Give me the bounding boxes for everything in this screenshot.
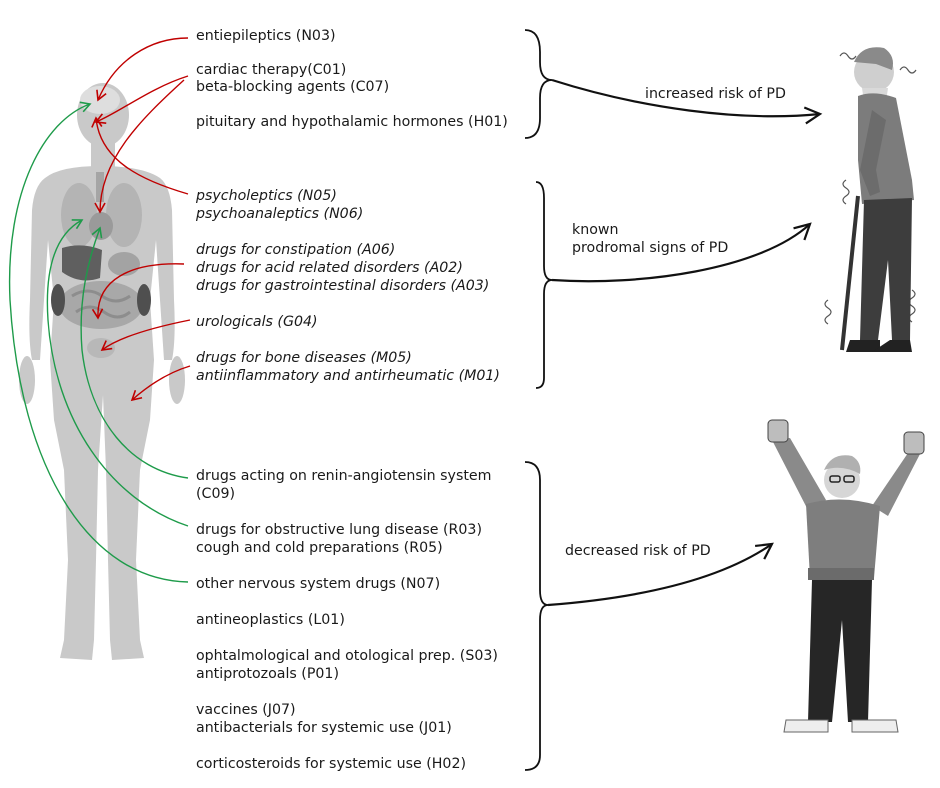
red-arrow-n03 [96, 37, 189, 102]
arrow-increased [551, 78, 823, 125]
arrow-decreased [547, 542, 774, 607]
drug-n05: psycholeptics (N05) [196, 188, 337, 204]
drug-h01: pituitary and hypothalamic hormones (H01… [196, 114, 508, 130]
red-arrow-a06 [91, 263, 185, 320]
drug-j07: vaccines (J07) [196, 702, 296, 718]
label-known: known [572, 222, 619, 238]
drug-a02: drugs for acid related disorders (A02) [196, 260, 463, 276]
drug-p01: antiprotozoals (P01) [196, 666, 339, 682]
drug-g04: urologicals (G04) [196, 314, 318, 330]
drug-n07: other nervous system drugs (N07) [196, 576, 441, 592]
drug-j01: antibacterials for systemic use (J01) [196, 720, 452, 736]
label-decreased-risk: decreased risk of PD [565, 543, 711, 559]
drug-r03: drugs for obstructive lung disease (R03) [196, 522, 482, 538]
drug-c09-line1: drugs acting on renin-angiotensin system [196, 468, 492, 484]
brace-prodromal [535, 181, 553, 389]
red-arrow-n05-brain [91, 116, 189, 195]
brace-increased [524, 29, 553, 139]
label-prodromal-signs: prodromal signs of PD [572, 240, 729, 256]
drug-m01: antiinflammatory and antirheumatic (M01) [196, 368, 500, 384]
cheerful-elderly-man-icon [767, 419, 925, 733]
drug-a03: drugs for gastrointestinal disorders (A0… [196, 278, 490, 294]
drug-n03: entiepileptics (N03) [196, 28, 336, 44]
green-arrow-n07 [8, 101, 189, 583]
human-body-organs-icon [19, 83, 185, 660]
label-increased-risk: increased risk of PD [645, 86, 786, 102]
elderly-man-with-cane-icon [824, 47, 917, 352]
drug-r05: cough and cold preparations (R05) [196, 540, 443, 556]
green-arrow-r03 [46, 219, 189, 527]
arrow-prodromal [551, 222, 812, 283]
drug-l01: antineoplastics (L01) [196, 612, 345, 628]
red-arrow-g04 [100, 319, 191, 351]
red-arrow-m05 [130, 365, 191, 402]
drug-c09-line2: (C09) [196, 486, 236, 502]
drug-n06: psychoanaleptics (N06) [196, 206, 364, 222]
drug-h02: corticosteroids for systemic use (H02) [196, 756, 467, 772]
drug-a06: drugs for constipation (A06) [196, 242, 396, 258]
drug-s03: ophtalmological and otological prep. (S0… [196, 648, 498, 664]
brace-decreased [524, 461, 549, 771]
green-arrow-c09 [80, 226, 189, 479]
red-arrow-n06 [94, 79, 185, 214]
drug-c01: cardiac therapy(C01) [196, 62, 347, 78]
red-arrow-c01 [94, 75, 189, 124]
drug-m05: drugs for bone diseases (M05) [196, 350, 412, 366]
drug-c07: beta-blocking agents (C07) [196, 79, 390, 95]
